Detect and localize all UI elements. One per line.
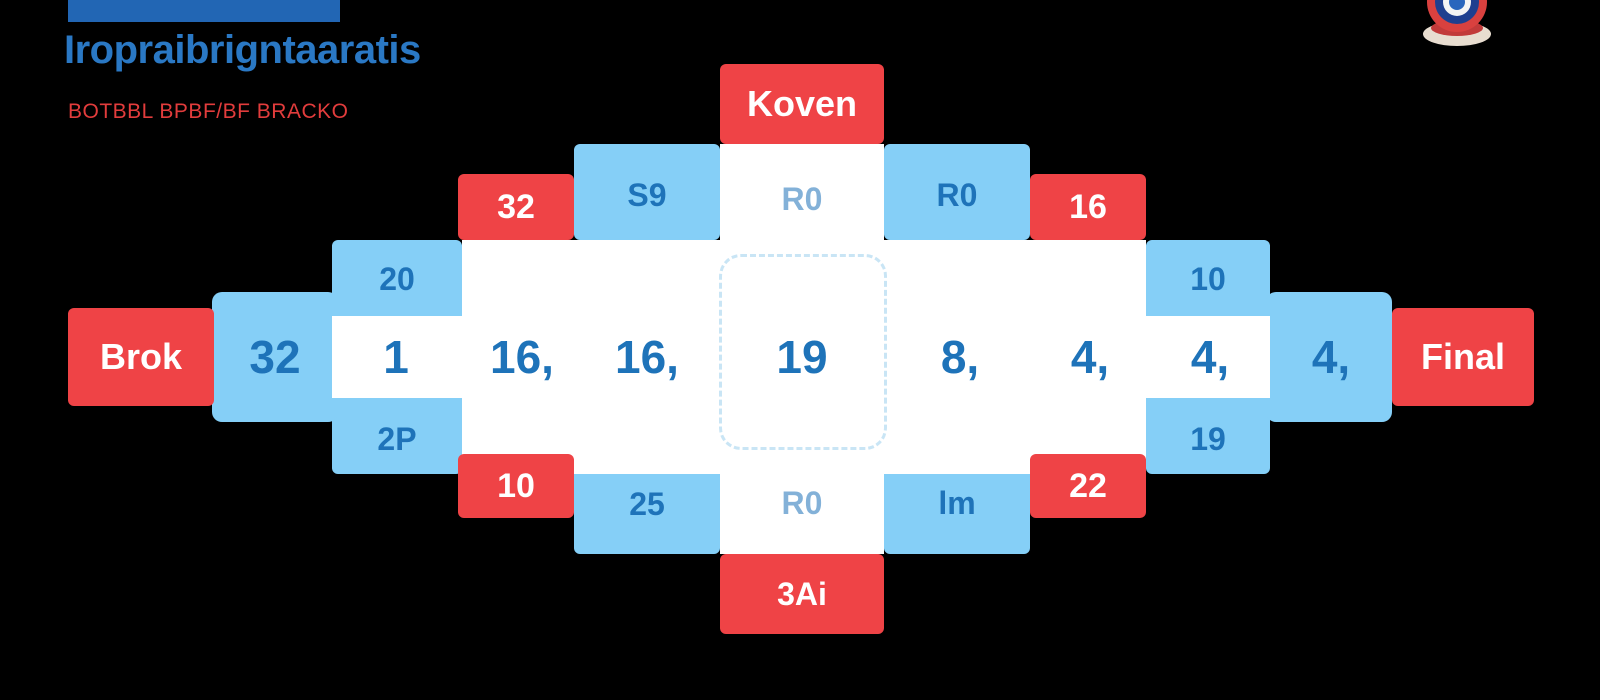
upper-row-cell: 32 (497, 187, 535, 226)
upper-row-cell: R0 (936, 176, 978, 213)
fourth-row-cell: 19 (1190, 420, 1226, 457)
bracket-seed-cell (1030, 454, 1146, 518)
bracket-cell-bg (1266, 292, 1392, 422)
center-row-cell: 32 (249, 331, 301, 383)
fourth-row-cell: 2P (377, 420, 417, 457)
bracket-right-end-label: Final (1420, 336, 1505, 377)
upper-row-cell: R0 (781, 180, 823, 217)
lower-row-cell: 22 (1069, 466, 1107, 505)
bracket-seed-cell (1030, 174, 1146, 240)
center-match-outline (719, 254, 887, 450)
center-row-cell: 1 (383, 331, 409, 383)
page-title: Iropraibrigntaaratis (64, 28, 421, 72)
center-row-cell: 4, (1070, 331, 1110, 383)
center-row-cell: 4, (1311, 331, 1351, 383)
lower-row-cell: lm (938, 484, 976, 521)
upper-row-cell: 16 (1069, 187, 1107, 226)
bracket-header-cell (720, 64, 884, 144)
center-row-cell: 16, (615, 331, 679, 383)
bracket-left-end-label: Brok (99, 336, 183, 377)
upper-row-cell: S9 (627, 176, 667, 213)
center-row-cell: 8, (940, 331, 980, 383)
bracket-cell-bg (884, 144, 1030, 240)
bracket-core (332, 316, 1270, 398)
bracket-left-end (68, 308, 214, 406)
lower-row-cell: 25 (629, 485, 665, 522)
bracket-seed-cell (458, 454, 574, 518)
bracket-top-label: Koven (746, 83, 858, 124)
second-row-cell: 20 (379, 260, 415, 297)
center-row-cell: 19 (776, 331, 828, 383)
bracket-footer-cell (720, 554, 884, 634)
bracket-cell-bg (212, 292, 338, 422)
globe-logo-icon (1423, 0, 1491, 46)
header-accent-bar (68, 0, 340, 22)
page-subtitle: BOTBBL BPBF/BF BRACKO (68, 100, 349, 123)
center-row-cell: 4, (1190, 331, 1230, 383)
bracket-seed-cell (458, 174, 574, 240)
lower-row-cell: R0 (781, 484, 823, 521)
lower-row-cell: 10 (497, 466, 535, 505)
center-row-cell: 16, (490, 331, 554, 383)
bracket-bottom-label: 3Ai (777, 575, 827, 612)
bracket-cell-bg (574, 144, 720, 240)
bracket-right-end (1392, 308, 1534, 406)
second-row-cell: 10 (1190, 260, 1226, 297)
